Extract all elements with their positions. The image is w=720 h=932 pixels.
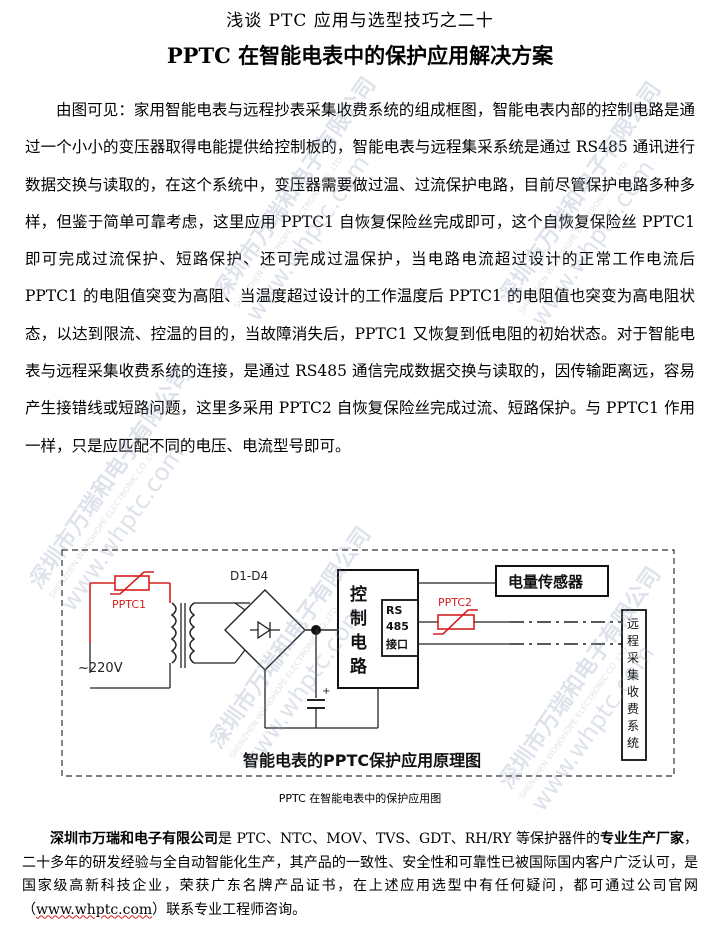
pptc1-label: PPTC1: [112, 598, 146, 611]
company-website: www.whptc.com: [36, 901, 153, 918]
remote-system-label: 远 程 采 集 收 费 系 统: [627, 617, 639, 750]
rs485-line-3: 接口: [386, 637, 408, 651]
company-text-2: ，二十多年的研发经验与全自动智能化生产，其产品的一致性、安全性和可靠性已被国际国…: [22, 831, 699, 918]
svg-text:费: 费: [627, 702, 639, 716]
control-char-2: 制: [350, 608, 367, 629]
voltage-label: ~220V: [78, 661, 123, 676]
series-title: 浅谈 PTC 应用与选型技巧之二十: [226, 11, 494, 31]
svg-text:程: 程: [627, 633, 639, 648]
svg-text:统: 统: [627, 736, 639, 750]
rs485-line-2: 485: [386, 620, 409, 633]
rs485-line-1: RS: [386, 604, 402, 617]
svg-text:收: 收: [627, 685, 639, 699]
control-char-3: 电: [350, 632, 367, 653]
diagram-frame: [61, 549, 675, 777]
company-name: 深圳市万瑞和电子有限公司: [50, 831, 219, 847]
energy-sensor-box: [495, 565, 609, 597]
transformer-secondary: [189, 602, 196, 664]
body-paragraph: 由图可见：家用智能电表与远程抄表采集收费系统的组成框图，智能电表内部的控制电路是…: [25, 101, 695, 455]
svg-text:采: 采: [627, 651, 639, 665]
company-paragraph: 深圳市万瑞和电子有限公司是 PTC、NTC、MOV、TVS、GDT、RH/RY …: [22, 828, 698, 922]
control-char-4: 路: [350, 656, 368, 677]
rs485-box: [381, 599, 419, 657]
pptc1-circuit: [89, 571, 171, 643]
diagram-title: 智能电表的PPTC保护应用原理图: [243, 751, 481, 770]
transformer-primary: [170, 602, 177, 664]
company-text-1: 是 PTC、NTC、MOV、TVS、GDT、RH/RY 等保护器件的: [218, 831, 600, 847]
company-text-3: ）联系专业工程师咨询。: [152, 901, 307, 918]
bridge-label: D1-D4: [230, 569, 268, 583]
svg-text:集: 集: [627, 667, 639, 682]
capacitor-plus: +: [322, 686, 330, 697]
remote-system-box: [621, 609, 647, 761]
control-char-1: 控: [350, 584, 367, 605]
bridge-diode: [257, 620, 272, 640]
company-bold-phrase: 专业生产厂家: [600, 831, 685, 847]
pptc2-label: PPTC2: [438, 596, 472, 609]
svg-text:远: 远: [627, 617, 639, 631]
diagram-caption: PPTC 在智能电表中的保护应用图: [278, 792, 442, 805]
energy-sensor-label: 电量传感器: [508, 573, 584, 591]
circuit-diagram: PPTC1 ~220V D1-D4 +: [61, 549, 675, 777]
svg-text:系: 系: [627, 719, 639, 733]
main-title: PPTC 在智能电表中的保护应用解决方案: [166, 43, 554, 68]
